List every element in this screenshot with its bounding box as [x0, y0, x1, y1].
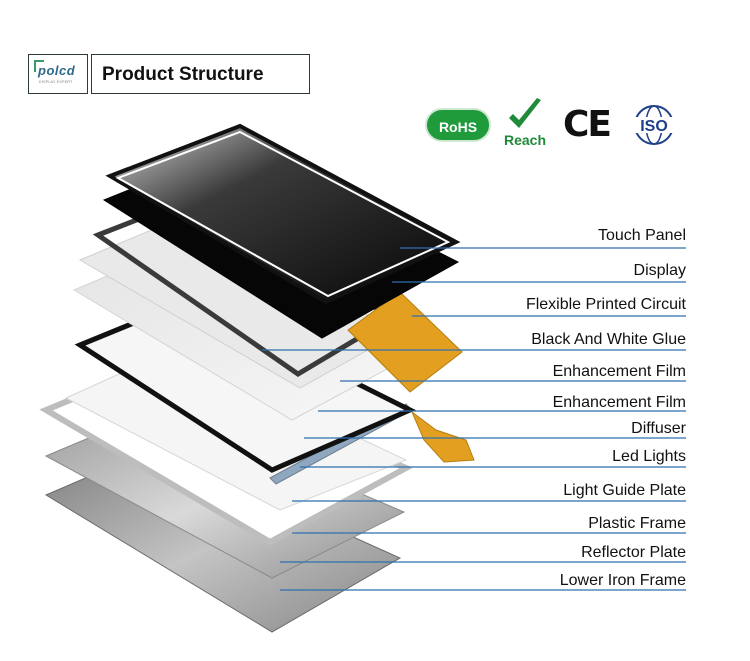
leader-lines	[262, 247, 686, 591]
layer-label-reflector-plate: Reflector Plate	[581, 544, 686, 561]
rohs-badge: RoHS	[425, 108, 491, 142]
layer-label-light-guide-plate: Light Guide Plate	[563, 482, 686, 499]
layer-label-led-lights: Led Lights	[612, 448, 686, 465]
layer-label-enhancement-film-2: Enhancement Film	[552, 394, 686, 411]
reach-checkmark-icon	[509, 98, 541, 128]
reach-badge: Reach	[501, 96, 551, 152]
layer-label-glue: Black And White Glue	[531, 331, 686, 348]
certification-badges: RoHS Reach CE ISO	[425, 96, 685, 152]
led-flex-tail	[410, 410, 475, 463]
ce-mark: CE	[563, 104, 612, 145]
logo-mark-icon	[34, 60, 44, 72]
layer-label-fpc: Flexible Printed Circuit	[525, 296, 686, 313]
touch-panel-layer	[105, 123, 461, 305]
layer-label-plastic-frame: Plastic Frame	[588, 515, 686, 532]
layer-label-diffuser: Diffuser	[631, 420, 686, 437]
layer-label-enhancement-film-1: Enhancement Film	[552, 363, 686, 380]
iso-label: ISO	[640, 118, 668, 135]
layer-label-lower-iron-frame: Lower Iron Frame	[559, 572, 686, 589]
iso-badge: ISO	[631, 102, 677, 148]
iso-globe-icon: ISO	[632, 105, 676, 145]
layer-label-touch-panel: Touch Panel	[597, 227, 686, 244]
reach-label: Reach	[504, 132, 547, 148]
page-title: Product Structure	[102, 64, 264, 85]
logo-subtext: DISPLAY EXPERT	[39, 80, 73, 84]
title-box: Product Structure	[91, 54, 310, 94]
company-logo: polcd DISPLAY EXPERT	[28, 54, 88, 94]
logo-text: polcd	[38, 63, 76, 78]
header: polcd DISPLAY EXPERT Product Structure	[28, 54, 310, 96]
layer-label-display: Display	[633, 262, 686, 279]
touch-panel-glass	[115, 130, 451, 298]
